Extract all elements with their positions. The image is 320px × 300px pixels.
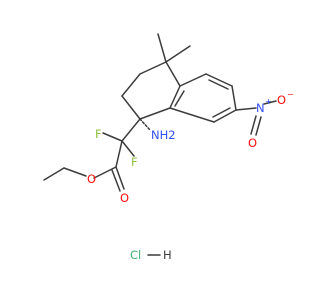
bond-c1-n-hash	[139, 118, 151, 131]
bond-c6-c7	[231, 85, 237, 111]
bond-c4-c3	[139, 61, 167, 75]
nitro-o1-label: O	[277, 93, 286, 107]
gem-dimethyl	[157, 33, 191, 63]
bond-c7-n	[235, 107, 257, 111]
nitro-n-charge: +	[265, 97, 272, 106]
bond-cf2-f1	[102, 132, 123, 142]
f2-label: F	[131, 155, 138, 169]
bond-cf2-co	[115, 140, 123, 168]
aromatic-ring	[169, 73, 237, 123]
structure-canvas: N + O − O NH2 F F O O Cl H	[43, 33, 294, 262]
f1-label: F	[95, 127, 102, 141]
bond-cf2-f2	[121, 140, 135, 157]
bond-co-o-double-a	[115, 166, 125, 190]
amino-group: NH2	[139, 118, 176, 142]
bond-o-ch2	[63, 167, 87, 177]
bond-c7-c8	[213, 109, 237, 123]
bond-c5-c6	[205, 73, 233, 87]
bond-co-o-double-b	[111, 169, 121, 192]
h-label: H	[163, 248, 172, 262]
bond-c3-c2	[121, 73, 141, 97]
bond-c4a-c5	[179, 73, 207, 87]
nitro-group: N + O − O	[235, 90, 294, 150]
bond-c4a-c8a	[169, 85, 181, 109]
nitro-o1-charge: −	[287, 90, 294, 99]
molecule-drawing: N + O − O NH2 F F O O Cl H	[43, 33, 294, 262]
bond-c1-cf2	[121, 118, 141, 142]
bond-ch2-ch3	[43, 167, 65, 181]
ethyl-ester: O O	[43, 140, 129, 205]
difluoromethyl-carbon: F F	[95, 118, 141, 169]
ester-o-single-label: O	[87, 172, 96, 186]
bond-n-o1	[263, 100, 277, 105]
saturated-ring	[121, 61, 181, 120]
nitro-o2-label: O	[248, 136, 257, 150]
methyl-bond-1	[157, 33, 167, 63]
aromatic-double-1	[208, 79, 229, 90]
cl-label: Cl	[130, 248, 141, 262]
bond-co-o-single	[93, 166, 117, 179]
aromatic-double-2	[212, 107, 231, 118]
bond-c8-c8a-outer	[169, 107, 215, 123]
bond-n-o2-a	[250, 115, 257, 135]
nitro-n-label: N	[256, 101, 265, 115]
methyl-bond-2	[165, 45, 191, 63]
hcl-salt: Cl H	[130, 248, 172, 262]
bond-c4-c4a	[165, 61, 181, 87]
ester-o-double-label: O	[120, 191, 129, 205]
aromatic-double-3	[174, 90, 185, 107]
bond-c2-c1	[121, 95, 141, 120]
bond-c8a-c1	[139, 107, 171, 120]
nh2-label: NH2	[151, 128, 176, 142]
bond-n-o2-b	[255, 116, 262, 136]
